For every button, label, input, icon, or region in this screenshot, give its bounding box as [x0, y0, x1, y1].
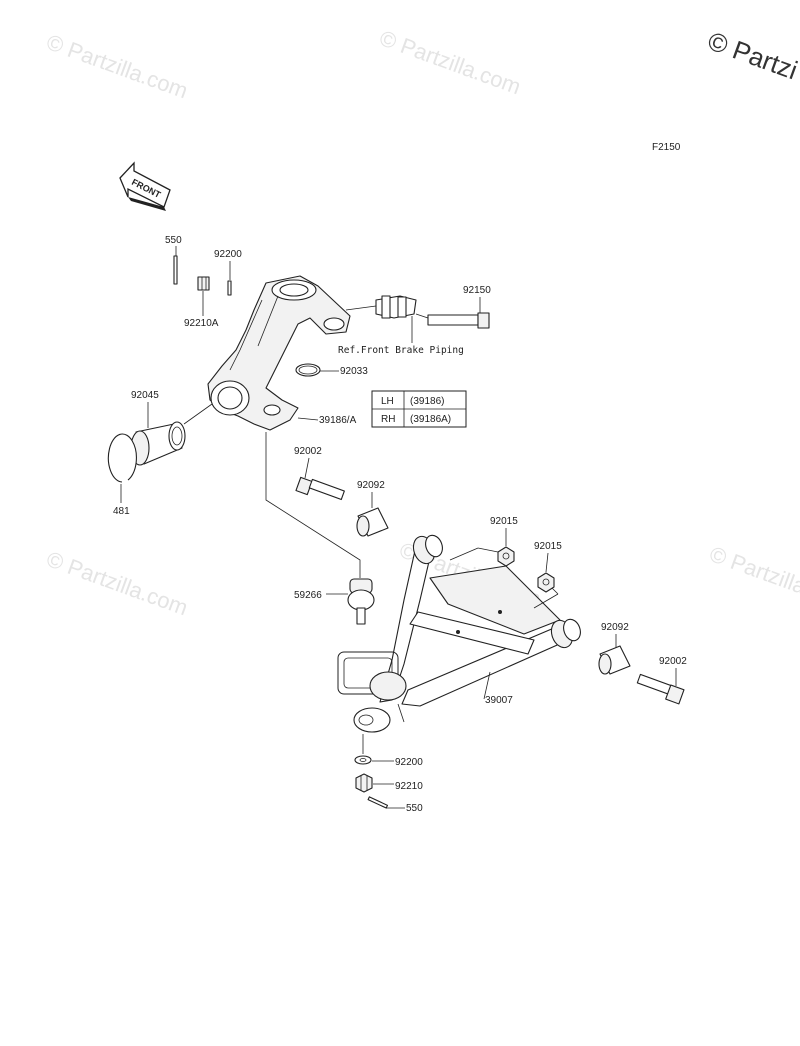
callout-92200-bottom: 92200	[395, 757, 423, 768]
watermark-corner: © Partzi	[704, 25, 800, 85]
callout-481: 481	[113, 506, 130, 517]
o-ring-92033	[295, 363, 321, 377]
table-part-lh: (39186)	[410, 396, 444, 407]
table-part-rh: (39186A)	[410, 414, 451, 425]
callout-39007: 39007	[485, 695, 513, 706]
watermark-group: © Partzilla.com © Partzilla.com © Partzi…	[43, 25, 800, 620]
watermark-1: © Partzilla.com	[43, 29, 191, 103]
side-table: LH (39186) RH (39186A)	[371, 390, 467, 428]
collar-92092-left	[356, 507, 389, 537]
nut-92015-a	[497, 546, 515, 567]
steering-knuckle-39186	[207, 275, 351, 431]
reference-note: Ref.Front Brake Piping	[338, 345, 464, 356]
bearing-92045	[130, 421, 186, 466]
circlip-481	[107, 433, 137, 483]
front-arrow-icon: FRONT	[119, 161, 171, 211]
figure-code: F2150	[652, 142, 681, 153]
callout-92210A: 92210A	[184, 318, 219, 329]
a-arm-39007	[337, 534, 581, 733]
cotter-pin-550-top	[173, 255, 178, 285]
callout-39186A: 39186/A	[319, 415, 357, 426]
callout-92002-left: 92002	[294, 446, 322, 457]
callout-59266: 59266	[294, 590, 322, 601]
callout-92092-right: 92092	[601, 622, 629, 633]
callout-92015-b: 92015	[534, 541, 562, 552]
bolt-92002-left	[295, 476, 345, 501]
callout-92002-right: 92002	[659, 656, 687, 667]
collar-92092-right	[598, 645, 631, 675]
washer-92200-top	[227, 280, 232, 296]
bolt-92150	[427, 312, 490, 329]
callout-92210: 92210	[395, 781, 423, 792]
callout-92092-left: 92092	[357, 480, 385, 491]
callout-92150: 92150	[463, 285, 491, 296]
washer-92200-bottom	[354, 755, 372, 765]
brake-piping-bracket	[375, 295, 417, 319]
callout-92045: 92045	[131, 390, 159, 401]
callout-550-top: 550	[165, 235, 182, 246]
watermark-2: © Partzilla.com	[376, 25, 524, 99]
callout-92015-a: 92015	[490, 516, 518, 527]
ball-joint-59266	[347, 578, 375, 625]
watermark-3: © Partzilla.com	[43, 546, 191, 620]
castle-nut-92210	[355, 773, 373, 793]
castle-nut-92210A	[197, 276, 210, 291]
table-side-rh: RH	[381, 414, 395, 425]
callout-92200-top: 92200	[214, 249, 242, 260]
cotter-pin-550-bottom	[367, 796, 389, 809]
nut-92015-b	[537, 572, 555, 593]
bolt-92002-right	[636, 673, 685, 705]
callout-92033: 92033	[340, 366, 368, 377]
watermark-5: © Partzilla.com	[706, 541, 800, 615]
callout-550-bottom: 550	[406, 803, 423, 814]
table-side-lh: LH	[381, 396, 394, 407]
